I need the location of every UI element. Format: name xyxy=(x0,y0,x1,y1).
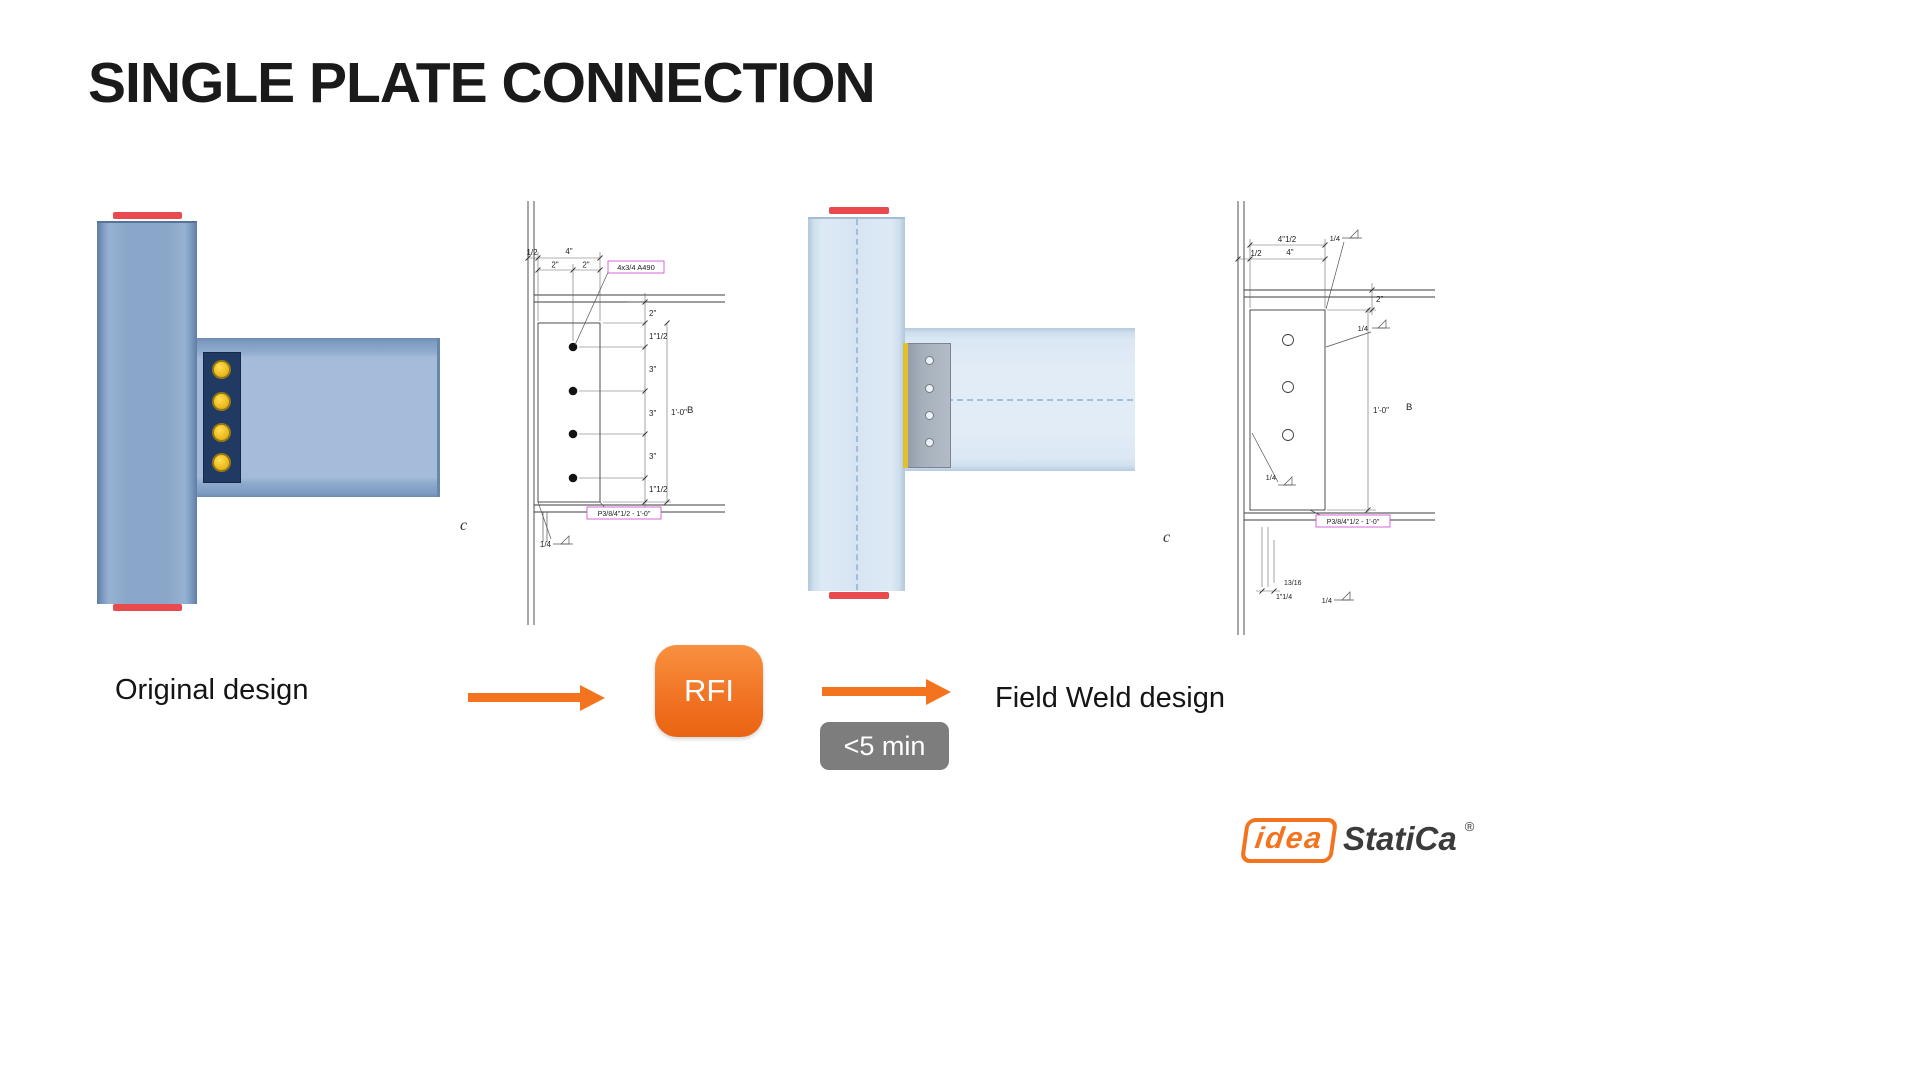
weld-symbol-bottom xyxy=(1334,591,1354,601)
plate-note-box xyxy=(1315,514,1391,528)
dim-label: 1"1/4 xyxy=(1276,594,1292,601)
time-badge: <5 min xyxy=(820,722,949,770)
logo-idea-text: idea xyxy=(1252,822,1326,855)
view-b-label: B xyxy=(1406,402,1412,413)
original-design-label: Original design xyxy=(115,674,309,706)
field-weld-cad-drawing: 4"1/2 1/2 4" 2" 1'-0" B 1/4 1/4 1/4 P3/8… xyxy=(1235,201,1435,635)
weld-symbol xyxy=(537,501,573,545)
weld-size-label: 1/4 xyxy=(1322,596,1332,605)
bolt-note-box xyxy=(607,260,665,274)
dim-label: 1/2 xyxy=(526,248,538,257)
column-centerline xyxy=(856,219,858,590)
dim-label: 3" xyxy=(649,452,656,461)
dim-label: 1"1/2 xyxy=(649,332,668,341)
dimension-ticks xyxy=(525,255,670,505)
field-weld-strip xyxy=(903,343,908,468)
member-outline-lines xyxy=(1237,201,1435,635)
dim-label: 2" xyxy=(649,309,656,318)
flow-arrow-icon xyxy=(822,687,926,696)
overall-dim-label: 1'-0" xyxy=(1373,406,1389,415)
dim-label: 3" xyxy=(649,365,656,374)
plate-note-label: P3/8/4"1/2 - 1'-0" xyxy=(1327,519,1380,526)
plate-note-box xyxy=(586,506,662,520)
weld-symbol-right xyxy=(1325,319,1390,348)
dim-label: 4" xyxy=(565,247,572,256)
section-label: c xyxy=(1163,529,1171,546)
logo-idea-box: idea xyxy=(1239,818,1339,863)
weld-symbol-top xyxy=(1325,229,1362,310)
bolt-note-leader xyxy=(574,267,611,346)
bolt-hole-icon xyxy=(925,438,934,447)
field-weld-design-label: Field Weld design xyxy=(995,682,1225,714)
bolt-hole-icon xyxy=(925,411,934,420)
bolt-hole-icon xyxy=(925,356,934,365)
dim-label: 3" xyxy=(649,409,656,418)
view-b-label: B xyxy=(687,405,693,416)
member-outline-lines xyxy=(527,201,725,625)
weld-size-label: 1/4 xyxy=(1266,473,1276,482)
dim-label: 1"1/2 xyxy=(649,485,668,494)
registered-mark: ® xyxy=(1464,819,1475,834)
dimension-lines xyxy=(528,252,671,508)
bolt-icon xyxy=(212,453,231,472)
slide-title: SINGLE PLATE CONNECTION xyxy=(88,51,876,115)
support-marker-top xyxy=(113,212,182,219)
weld-size-label: 1/4 xyxy=(540,540,552,549)
bolt-icon xyxy=(212,392,231,411)
column-member xyxy=(97,221,197,604)
logo-statica-text: StatiCa xyxy=(1343,820,1457,857)
beam-centerline xyxy=(907,399,1133,401)
support-marker-bottom xyxy=(829,592,889,599)
idea-statica-logo: idea StatiCa ® xyxy=(1239,818,1475,863)
dim-label: 4" xyxy=(1286,248,1293,257)
dim-label: 2" xyxy=(1376,295,1383,304)
weld-size-label: 1/4 xyxy=(1330,234,1340,243)
plate-outline xyxy=(537,322,601,503)
dim-label: 4"1/2 xyxy=(1278,235,1297,244)
section-label: c xyxy=(460,517,468,534)
bolt-hole-icon xyxy=(925,384,934,393)
plate-note-label: P3/8/4"1/2 - 1'-0" xyxy=(598,511,651,518)
dim-label: 2" xyxy=(551,261,558,270)
weld-symbol-plate xyxy=(1251,432,1296,486)
dim-label: 1/2 xyxy=(1250,249,1262,258)
overall-dim-label: 1'-0" xyxy=(671,408,687,417)
weld-size-label: 1/4 xyxy=(1358,324,1368,333)
bolt-note-label: 4x3/4 A490 xyxy=(617,263,655,272)
rfi-badge: RFI xyxy=(655,645,763,737)
bolt-icon xyxy=(212,360,231,379)
bolt-icon xyxy=(212,423,231,442)
original-cad-drawing: 1/2 4" 2" 2" 2" 1"1/2 3" 3" 3" 1"1/2 1'-… xyxy=(525,201,725,625)
dim-label: 2" xyxy=(582,261,589,270)
dimension-ticks xyxy=(1235,242,1375,594)
bolt-hole-circles xyxy=(1282,334,1294,441)
dim-label: 13/16 xyxy=(1284,580,1302,587)
support-marker-bottom xyxy=(113,604,182,611)
flow-arrow-icon xyxy=(468,693,580,702)
support-marker-top xyxy=(829,207,889,214)
